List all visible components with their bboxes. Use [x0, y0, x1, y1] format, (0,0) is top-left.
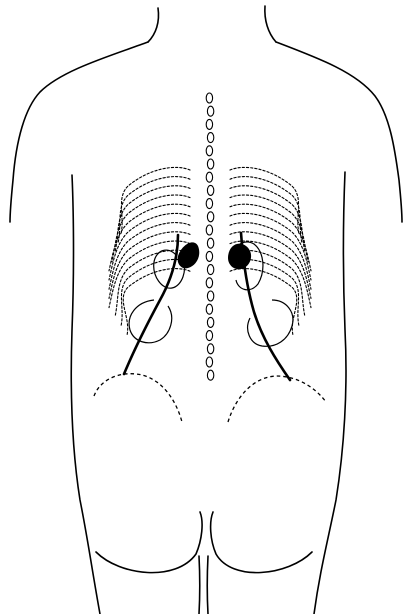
- right-torso-outline: [276, 42, 402, 614]
- vertebra: [207, 185, 213, 195]
- gluteal-cleft-left: [199, 556, 200, 614]
- vertebra: [207, 265, 213, 275]
- vertebra: [206, 172, 212, 182]
- vertebra: [207, 238, 213, 248]
- buttocks: [96, 512, 312, 614]
- rib-left: [121, 259, 190, 326]
- vertebra: [206, 146, 212, 156]
- spine: [206, 93, 214, 380]
- left-iliac-crest: [94, 374, 182, 422]
- rib-left: [121, 167, 190, 234]
- rib-left: [118, 177, 190, 244]
- neck-right-line: [265, 6, 276, 42]
- right-buttock: [211, 512, 312, 573]
- pelvis: [94, 374, 326, 422]
- vertebra: [207, 291, 213, 301]
- gluteal-cleft-right: [207, 556, 208, 614]
- adrenal-glands: [178, 242, 251, 269]
- vertebra: [206, 251, 212, 261]
- vertebra: [207, 317, 213, 327]
- vertebra: [207, 370, 213, 380]
- vertebra: [206, 304, 212, 314]
- rib-right: [230, 259, 299, 326]
- vertebra: [206, 225, 212, 235]
- rib-right: [230, 167, 299, 234]
- vertebra: [207, 159, 213, 169]
- neck-left-line: [148, 8, 159, 42]
- vertebra: [206, 357, 212, 367]
- left-ureter: [124, 235, 178, 374]
- vertebra: [207, 106, 213, 116]
- rib-right: [230, 269, 297, 336]
- right-adrenal-gland: [228, 244, 251, 270]
- vertebra: [206, 199, 212, 209]
- left-kidney-lower: [129, 300, 172, 343]
- left-buttock: [96, 512, 202, 573]
- vertebra: [207, 344, 213, 354]
- left-adrenal-gland: [178, 242, 200, 268]
- vertebra: [207, 212, 213, 222]
- right-iliac-crest: [228, 376, 326, 422]
- vertebra: [206, 278, 212, 288]
- vertebra: [206, 331, 212, 341]
- vertebra: [206, 93, 212, 103]
- vertebra: [207, 133, 213, 143]
- vertebra: [206, 119, 212, 129]
- right-kidney-lower: [248, 300, 293, 346]
